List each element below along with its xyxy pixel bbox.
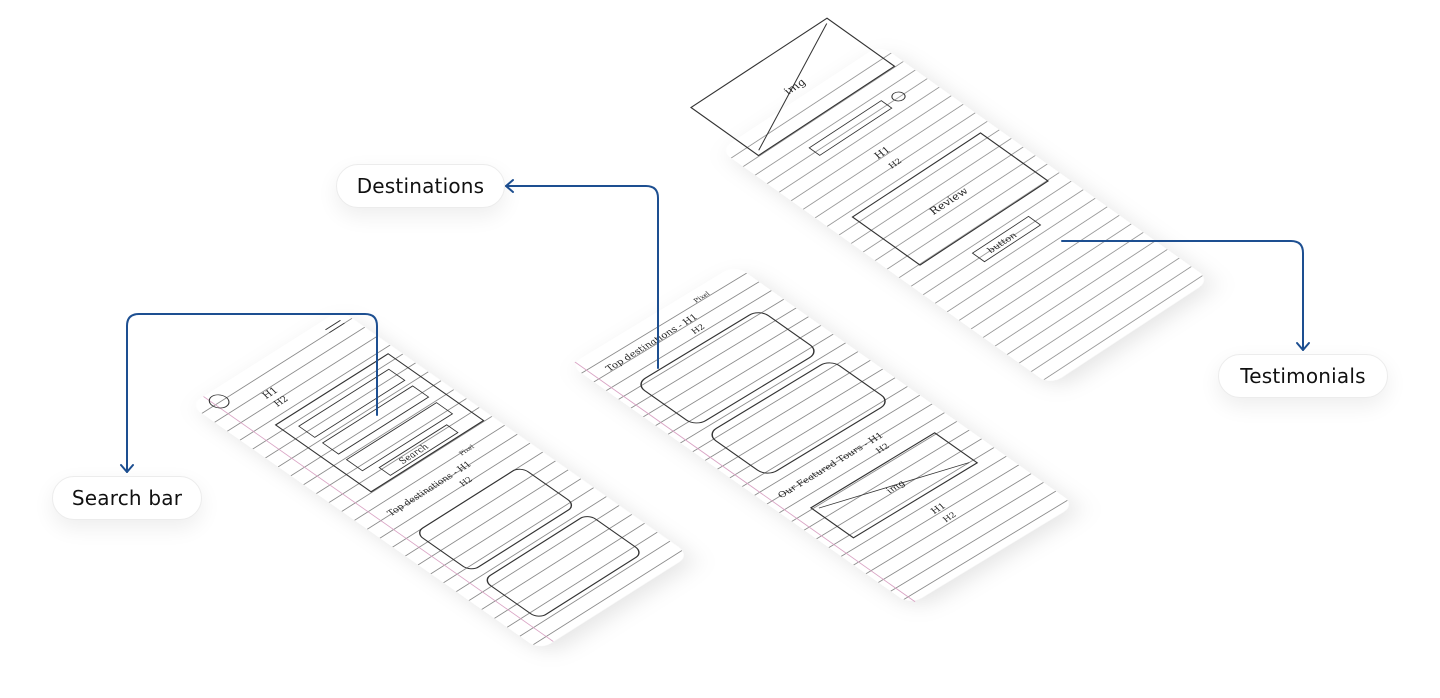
- callout-testimonials: Testimonials: [1218, 354, 1388, 398]
- arrow-left-icon: [505, 179, 514, 193]
- connector-search-bar: [126, 313, 378, 473]
- callout-destinations: Destinations: [336, 164, 505, 208]
- logo-sketch-icon: [208, 394, 230, 409]
- sketch-sheet-testimonials: img H1 H2 Review button: [689, 17, 1204, 381]
- connector-destinations: [505, 185, 659, 369]
- sketch-icon: [891, 91, 906, 102]
- connector-testimonials: [1061, 240, 1304, 351]
- sketch-sheet-home: H1 H2 Search Top destinations - H1 Pixel…: [196, 314, 684, 646]
- arrow-down-icon: [1296, 342, 1310, 351]
- arrow-down-icon: [120, 464, 134, 473]
- sketch-img-label: img: [781, 77, 810, 96]
- callout-search-bar: Search bar: [52, 476, 202, 520]
